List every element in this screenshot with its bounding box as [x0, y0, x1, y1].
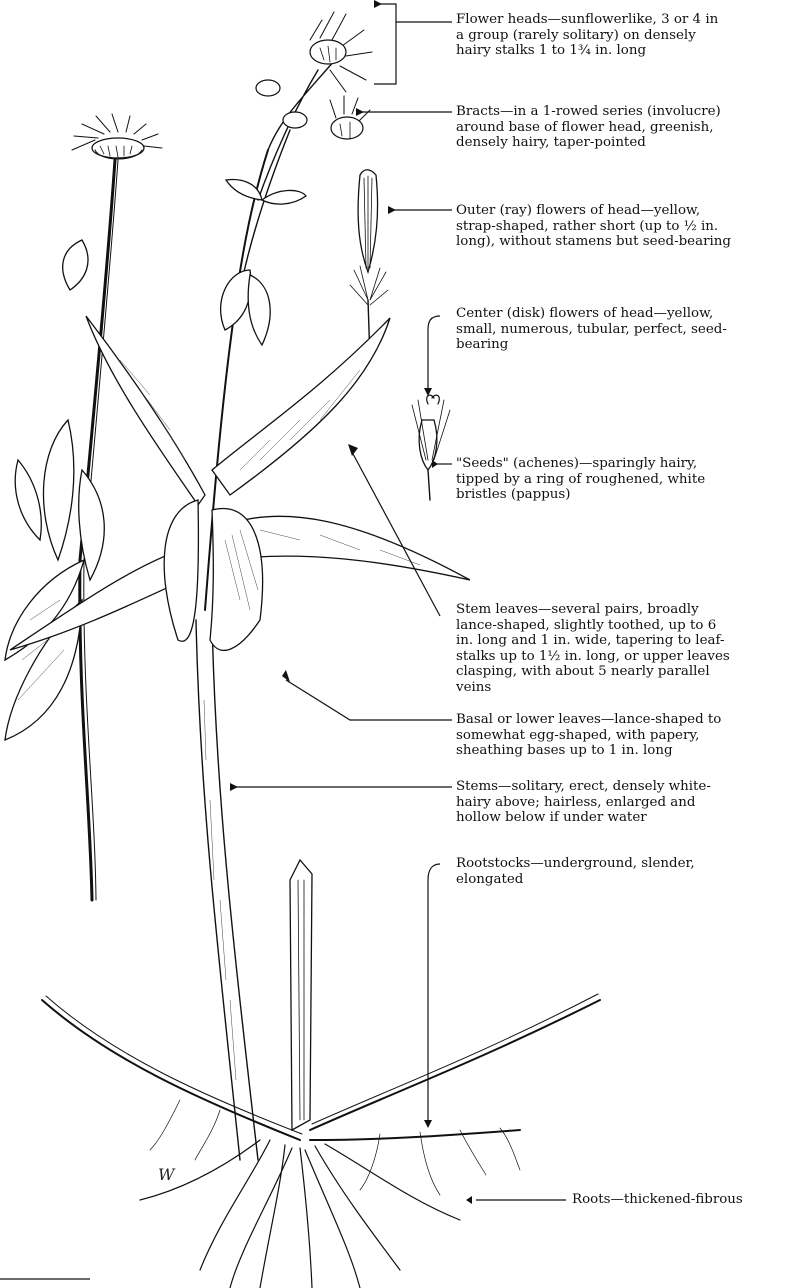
rootstock-drawing: [42, 860, 600, 1288]
rootstocks-label: Rootstocks—underground, slender,elongate…: [456, 856, 786, 887]
bracts-label: Bracts—in a 1-rowed series (involucre)ar…: [456, 104, 786, 151]
ray-flowers-label: Outer (ray) flowers of head—yellow,strap…: [456, 203, 786, 250]
side-plant: [5, 114, 162, 900]
disk-flower-detail: [412, 395, 450, 500]
seeds-label: "Seeds" (achenes)—sparingly hairy,tipped…: [456, 456, 786, 503]
artist-monogram: W: [158, 1165, 176, 1184]
side-flower-head: [72, 114, 162, 159]
disk-flowers-label: Center (disk) flowers of head—yellow,sma…: [456, 306, 786, 353]
roots-label: Roots—thickened-fibrous: [572, 1192, 786, 1208]
flower-heads-bracket: [374, 4, 396, 84]
leader-arrowheads: [230, 0, 472, 1204]
stems-label: Stems—solitary, erect, densely white-hai…: [456, 779, 786, 826]
